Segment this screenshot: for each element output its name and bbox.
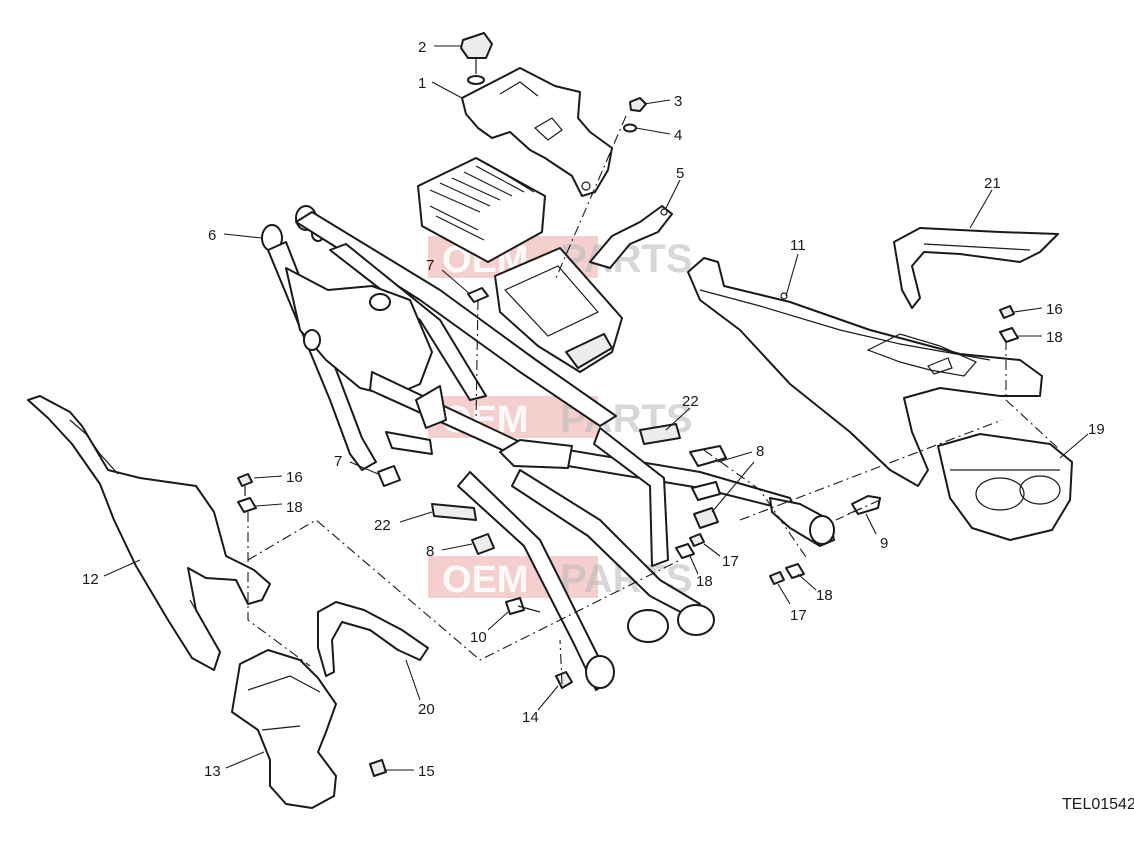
part-16-screw-left bbox=[237, 473, 253, 496]
callout-22-left: 22 bbox=[374, 517, 391, 534]
part-18-nut-middle bbox=[675, 543, 695, 559]
callout-5: 5 bbox=[676, 165, 684, 182]
part-1-bracket bbox=[461, 67, 613, 197]
callout-labels: 2 1 3 4 5 6 7 7 8 8 9 10 11 12 13 14 15 … bbox=[82, 39, 1105, 780]
callout-10: 10 bbox=[470, 629, 487, 646]
part-4-washer bbox=[623, 123, 637, 133]
callout-18-right: 18 bbox=[1046, 329, 1063, 346]
rear-subframe bbox=[261, 205, 835, 691]
callout-17-upper: 17 bbox=[722, 553, 739, 570]
part-20-curved-cover bbox=[317, 601, 429, 677]
part-13-lower-cover bbox=[231, 649, 337, 809]
part-16-screw-right bbox=[999, 305, 1015, 319]
callout-1: 1 bbox=[418, 75, 426, 92]
callout-18-left: 18 bbox=[286, 499, 303, 516]
svg-text:OEM: OEM bbox=[442, 559, 529, 601]
part-15-grommet bbox=[369, 759, 387, 777]
part-5-bracket bbox=[589, 205, 673, 269]
callout-18-middle: 18 bbox=[696, 573, 713, 590]
part-8-clip-right bbox=[693, 507, 719, 529]
part-18-nut-lower bbox=[785, 563, 805, 579]
callout-4: 4 bbox=[674, 127, 682, 144]
part-21-rail-cover bbox=[893, 227, 1059, 309]
part-2-cap bbox=[460, 32, 493, 85]
callout-8-right: 8 bbox=[756, 443, 764, 460]
callout-3: 3 bbox=[674, 93, 682, 110]
callout-20: 20 bbox=[418, 701, 435, 718]
callout-11: 11 bbox=[790, 237, 806, 254]
part-14-spacer bbox=[555, 671, 573, 689]
callout-22-right: 22 bbox=[682, 393, 699, 410]
callout-13: 13 bbox=[204, 763, 221, 780]
callout-19: 19 bbox=[1088, 421, 1105, 438]
ecu-unit bbox=[494, 247, 623, 373]
callout-15: 15 bbox=[418, 763, 435, 780]
callout-17-lower: 17 bbox=[790, 607, 807, 624]
part-22-label-right bbox=[639, 423, 681, 445]
part-7-clip-lower bbox=[377, 465, 401, 487]
callout-16-left: 16 bbox=[286, 469, 303, 486]
callout-21: 21 bbox=[984, 175, 1001, 192]
part-18-nut-left bbox=[237, 497, 257, 513]
callout-8-left: 8 bbox=[426, 543, 434, 560]
part-18-nut-right bbox=[999, 327, 1019, 343]
part-22-label-left bbox=[431, 503, 477, 521]
callout-7-lower: 7 bbox=[334, 453, 342, 470]
part-10-bolt bbox=[505, 597, 541, 615]
electrical-tray bbox=[417, 157, 546, 263]
drawing-code: TEL01542 bbox=[1062, 796, 1134, 813]
part-17-screw-upper bbox=[689, 533, 705, 547]
callout-16-right: 16 bbox=[1046, 301, 1063, 318]
part-11-right-side-panel bbox=[687, 257, 1043, 487]
callout-14: 14 bbox=[522, 709, 539, 726]
part-12-left-side-panel bbox=[27, 395, 271, 671]
callout-9: 9 bbox=[880, 535, 888, 552]
callout-18-lower: 18 bbox=[816, 587, 833, 604]
callout-leaders bbox=[103, 45, 1089, 771]
callout-7-upper: 7 bbox=[426, 257, 434, 274]
part-3-screw bbox=[629, 97, 647, 112]
part-8-clip-left bbox=[471, 533, 495, 555]
callout-2: 2 bbox=[418, 39, 426, 56]
callout-6: 6 bbox=[208, 227, 216, 244]
part-19-tail-housing bbox=[937, 433, 1073, 541]
callout-12: 12 bbox=[82, 571, 99, 588]
part-9-bolt bbox=[847, 495, 881, 515]
part-17-screw-lower bbox=[769, 571, 785, 585]
assembly-lines bbox=[247, 115, 1061, 685]
part-7-clip-upper bbox=[467, 287, 489, 303]
